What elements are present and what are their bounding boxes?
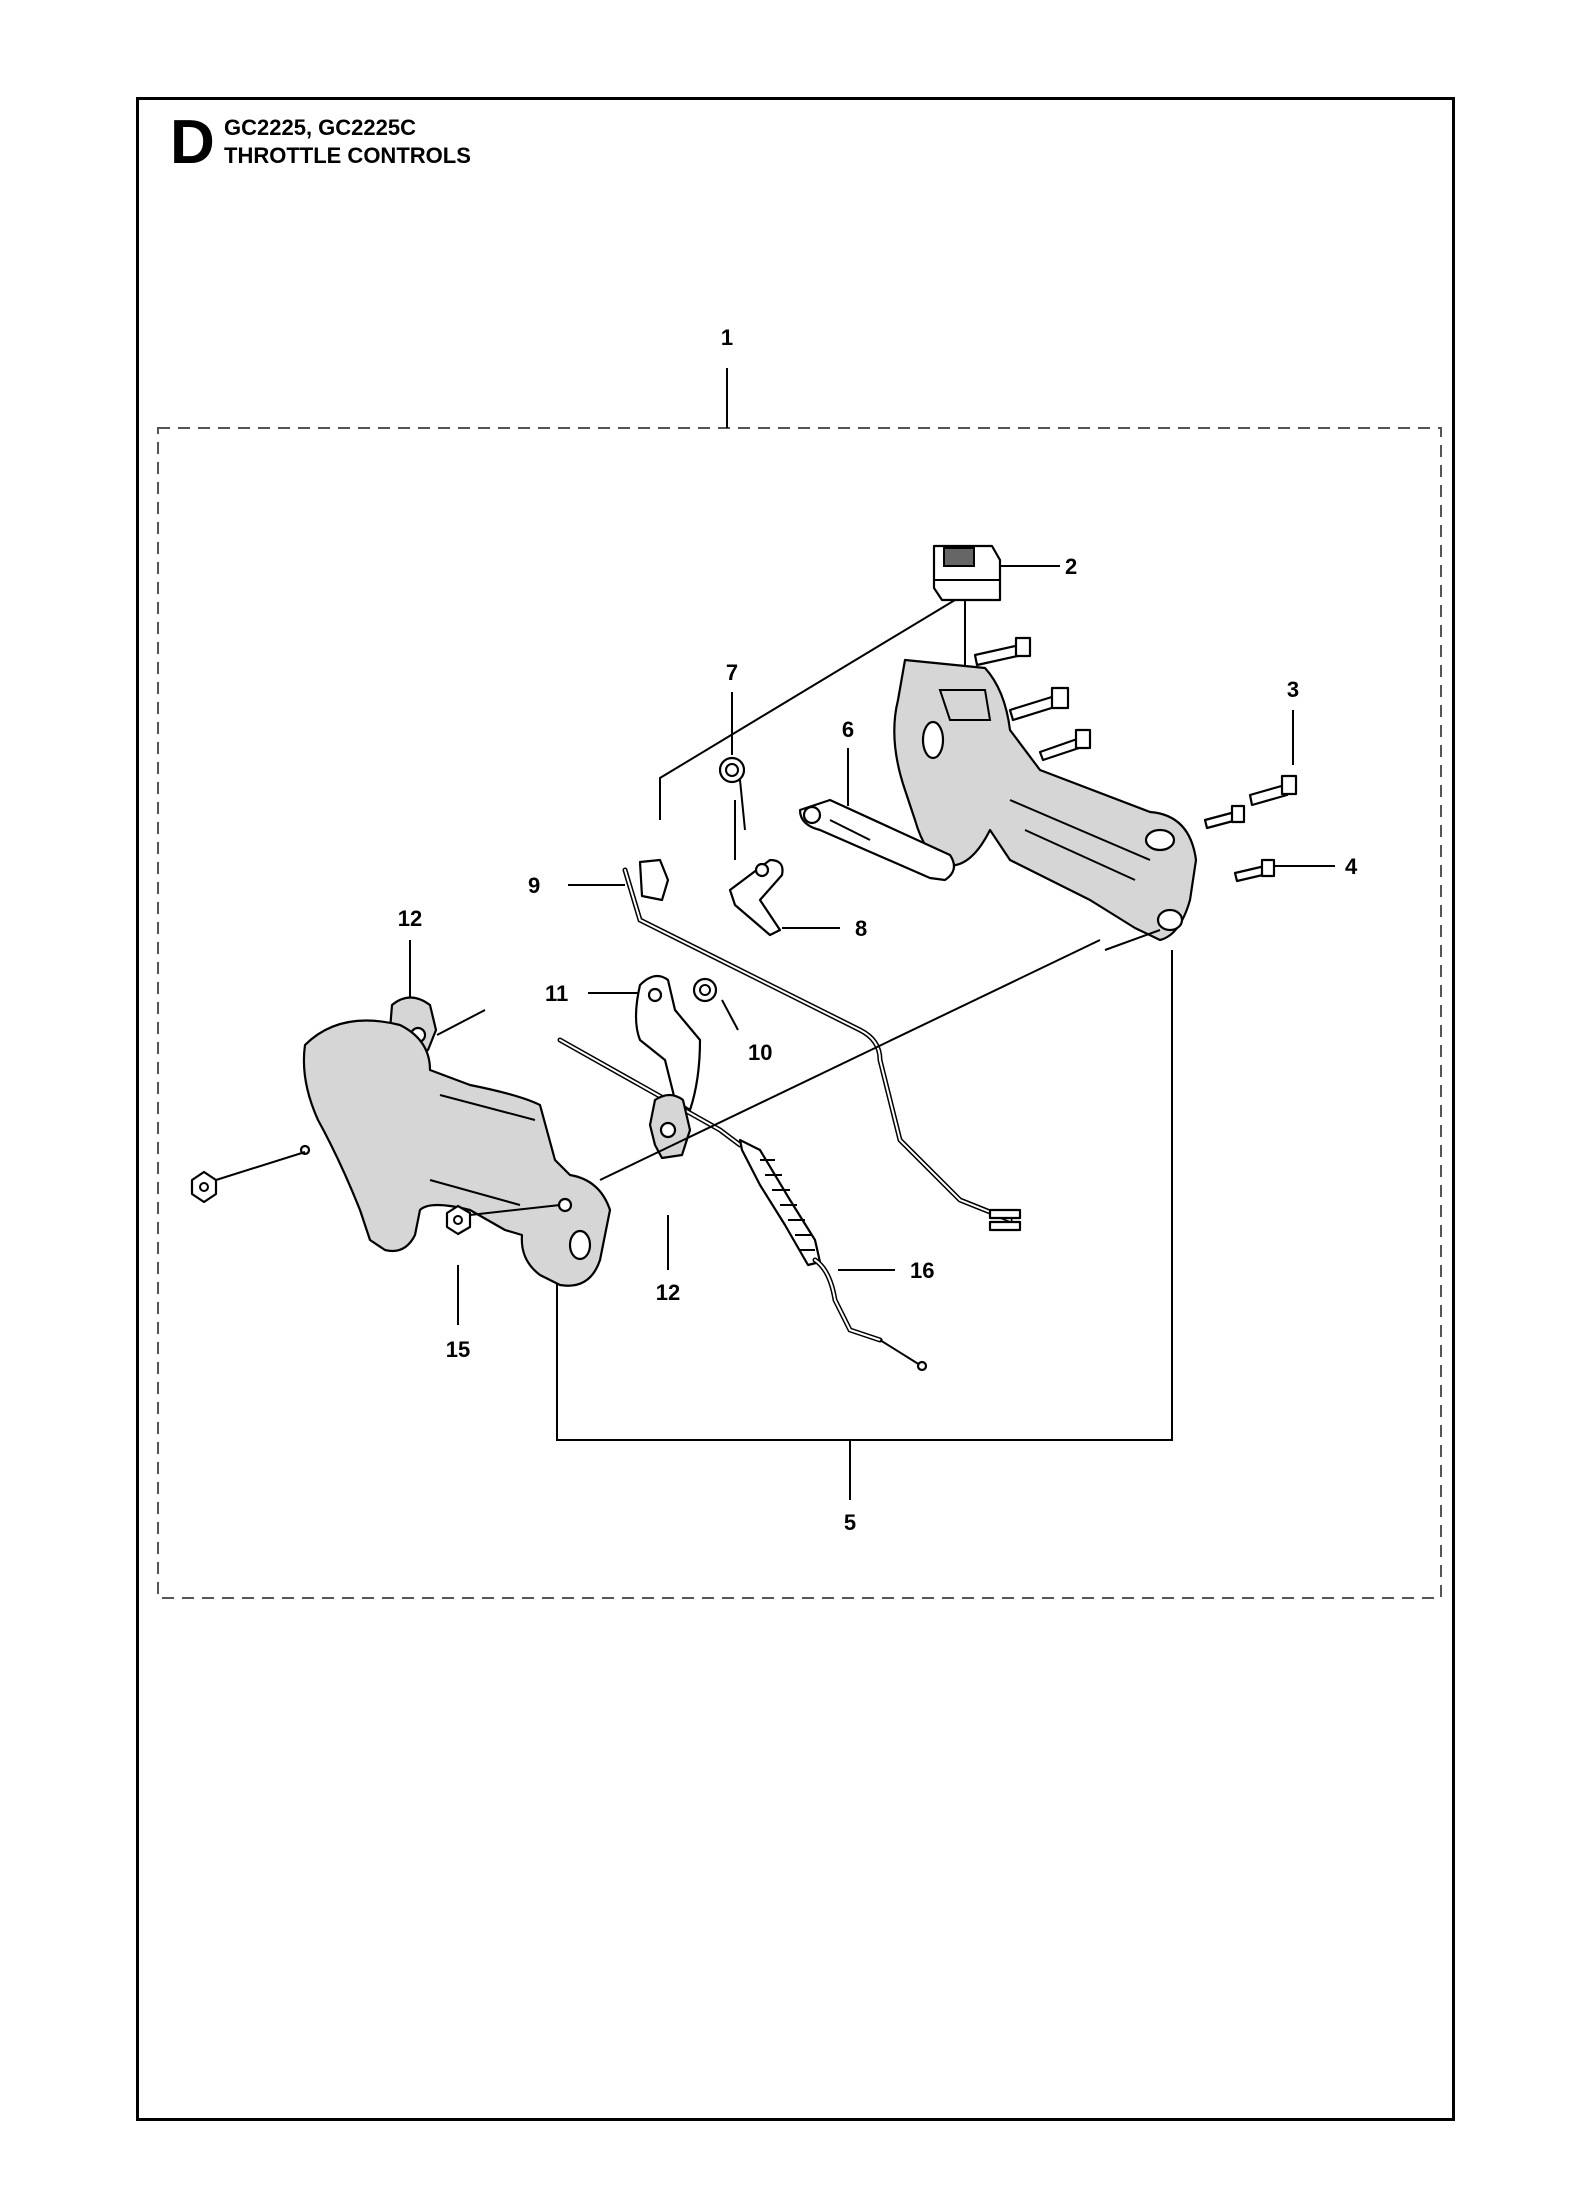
callout-7: 7: [726, 660, 738, 685]
page-frame: [136, 97, 1455, 2121]
callout-2: 2: [1065, 554, 1077, 579]
small-spring: [692, 977, 718, 1003]
trigger-lever: [728, 858, 784, 937]
callout-12-bottom: 12: [656, 1280, 680, 1305]
callout-labels: 1 2 3 4 5 6 7 8 9 10 11 12 12 15 16: [398, 325, 1358, 1535]
upper-handle-housing: [893, 658, 1198, 942]
callout-4: 4: [1345, 854, 1358, 879]
throttle-trigger: [634, 974, 702, 1112]
handle-grip: [299, 1019, 612, 1287]
callout-15: 15: [446, 1337, 470, 1362]
nut-15: [445, 1204, 561, 1236]
callout-1: 1: [721, 325, 733, 350]
clamp-bottom: [648, 1093, 692, 1160]
diagram-title: THROTTLE CONTROLS: [224, 143, 471, 168]
callout-9: 9: [528, 873, 540, 898]
assembly-axis-lines: [436, 929, 1161, 1181]
screws: [973, 636, 1298, 883]
leader-lines: [409, 368, 1335, 1500]
nut-left: [190, 1151, 306, 1204]
switch-part: [932, 544, 1002, 602]
spring-part: [718, 756, 746, 860]
callout-3: 3: [1287, 677, 1299, 702]
wire-harness: [622, 858, 1022, 1232]
callout-16: 16: [910, 1258, 934, 1283]
callout-11: 11: [545, 981, 568, 1006]
callout-8: 8: [855, 916, 867, 941]
section-letter: D: [170, 108, 215, 177]
callout-10: 10: [748, 1040, 772, 1065]
kit-boundary: [157, 427, 1442, 1599]
lever-arm: [798, 798, 956, 882]
callout-6: 6: [842, 717, 854, 742]
model-numbers: GC2225, GC2225C: [224, 115, 416, 140]
callout-5: 5: [844, 1510, 856, 1535]
throttle-cable: [557, 1037, 928, 1372]
callout-12-top: 12: [398, 906, 422, 931]
